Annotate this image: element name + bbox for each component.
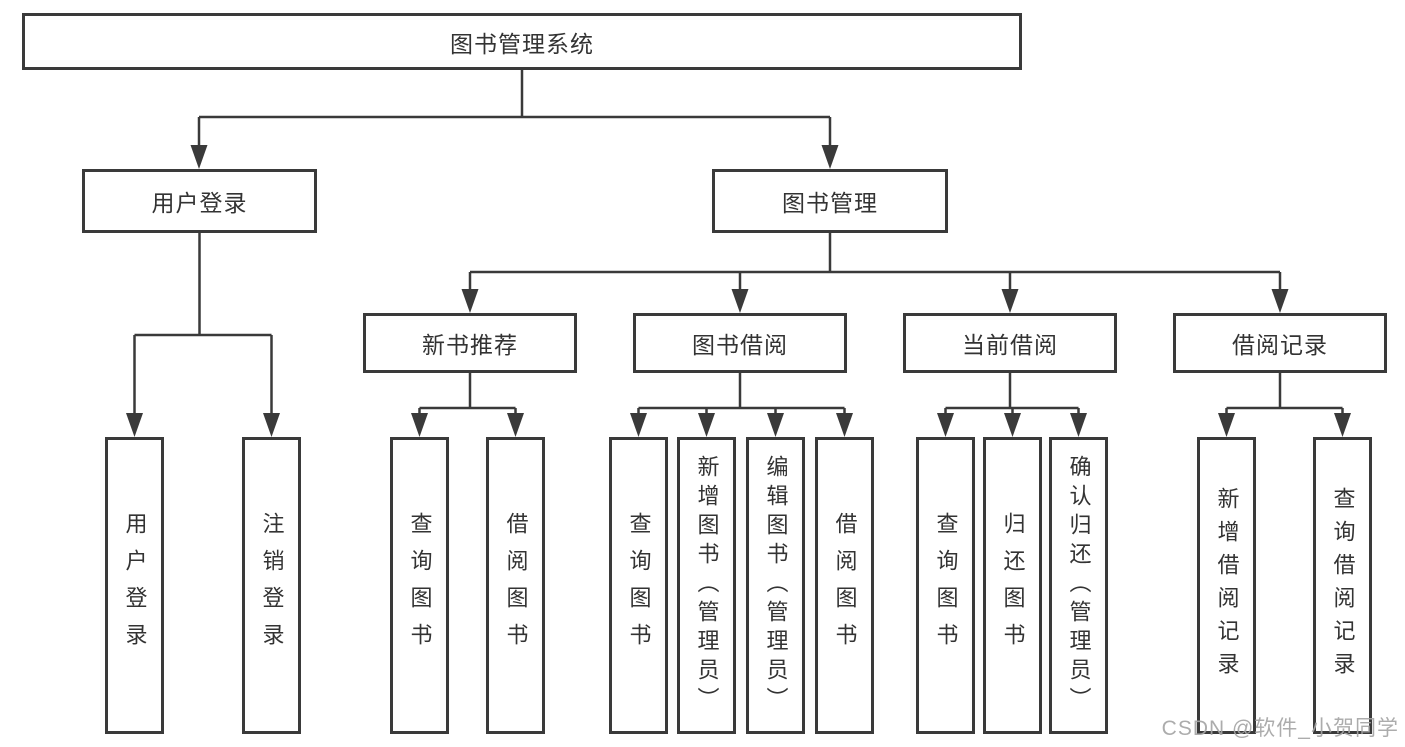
node-user-login: 用户登录 bbox=[82, 169, 317, 233]
leaf-label: 用户登录 bbox=[122, 511, 148, 660]
node-label: 新书推荐 bbox=[422, 332, 518, 358]
node-book-management: 图书管理 bbox=[712, 169, 948, 233]
leaf-user-login: 用户登录 bbox=[105, 437, 164, 734]
leaf-query-borrow-record: 查询借阅记录 bbox=[1313, 437, 1372, 734]
node-label: 图书借阅 bbox=[692, 332, 788, 358]
leaf-add-book-admin: 新增图书（管理员） bbox=[677, 437, 736, 734]
node-library-system: 图书管理系统 bbox=[22, 13, 1022, 70]
leaf-label: 编辑图书（管理员） bbox=[763, 455, 789, 716]
leaf-label: 新增图书（管理员） bbox=[694, 455, 720, 716]
node-label: 用户登录 bbox=[151, 190, 248, 216]
leaf-label: 查询图书 bbox=[933, 511, 959, 660]
node-label: 图书管理 bbox=[782, 190, 878, 216]
leaf-add-borrow-record: 新增借阅记录 bbox=[1197, 437, 1256, 734]
leaf-label: 查询图书 bbox=[626, 511, 652, 660]
leaf-label: 新增借阅记录 bbox=[1214, 486, 1240, 685]
node-new-book-recommend: 新书推荐 bbox=[363, 313, 577, 373]
leaf-query-books-2: 查询图书 bbox=[609, 437, 668, 734]
leaf-query-books-3: 查询图书 bbox=[916, 437, 975, 734]
leaf-label: 查询图书 bbox=[407, 511, 433, 660]
node-current-borrowing: 当前借阅 bbox=[903, 313, 1117, 373]
leaf-logout: 注销登录 bbox=[242, 437, 301, 734]
leaf-label: 确认归还（管理员） bbox=[1066, 455, 1092, 716]
leaf-label: 借阅图书 bbox=[503, 511, 529, 660]
leaf-edit-book-admin: 编辑图书（管理员） bbox=[746, 437, 805, 734]
leaf-label: 注销登录 bbox=[259, 511, 285, 660]
leaf-return-book: 归还图书 bbox=[983, 437, 1042, 734]
node-book-borrowing: 图书借阅 bbox=[633, 313, 847, 373]
leaf-query-books-1: 查询图书 bbox=[390, 437, 449, 734]
node-borrowing-records: 借阅记录 bbox=[1173, 313, 1387, 373]
watermark: CSDN @软件_小贺同学 bbox=[1161, 717, 1399, 740]
leaf-label: 归还图书 bbox=[1000, 511, 1026, 660]
leaf-borrow-books-1: 借阅图书 bbox=[486, 437, 545, 734]
node-label: 借阅记录 bbox=[1232, 332, 1328, 358]
leaf-label: 查询借阅记录 bbox=[1330, 486, 1356, 685]
node-label: 当前借阅 bbox=[962, 332, 1058, 358]
leaf-borrow-books-2: 借阅图书 bbox=[815, 437, 874, 734]
leaf-confirm-return-admin: 确认归还（管理员） bbox=[1049, 437, 1108, 734]
leaf-label: 借阅图书 bbox=[832, 511, 858, 660]
arrowhead-icons bbox=[126, 145, 1351, 437]
node-label: 图书管理系统 bbox=[450, 30, 594, 57]
